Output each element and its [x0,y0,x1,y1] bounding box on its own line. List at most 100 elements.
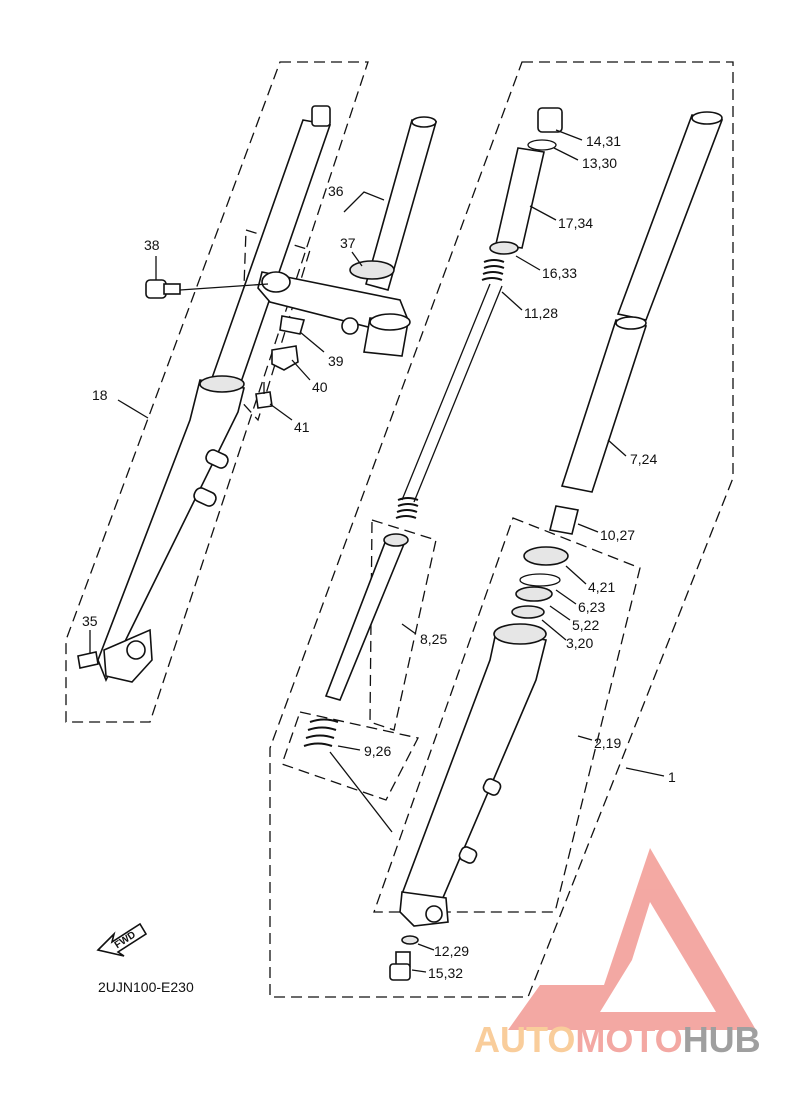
label-38: 38 [144,237,160,253]
label-11-28: 11,28 [524,305,558,321]
left-fork-cap [311,105,331,127]
under-bracket-left-clamp [261,271,291,293]
fork-internals-left [303,107,563,833]
left-fork-assembly [77,105,332,683]
bolt-38 [145,279,181,299]
label-1: 1 [668,769,676,785]
damper-rod-boundary [369,519,437,731]
left-inner-tube [210,119,332,386]
leader-17 [529,205,557,221]
label-10-27: 10,27 [600,527,635,543]
diagram-code: 2UJN100-E230 [98,979,194,995]
rebound-spring-boundary [281,711,419,801]
spring-line-b [413,285,503,503]
part-10-slide-bush [549,505,579,535]
label-7-24: 7,24 [630,451,657,467]
label-40: 40 [312,379,328,395]
part-3-washer [511,605,545,619]
label-16-33: 16,33 [542,265,577,281]
leader-6 [555,589,577,605]
inner-tube-break [615,316,647,330]
label-37: 37 [340,235,356,251]
watermark-inner-mark [600,902,716,1012]
label-8-25: 8,25 [420,631,447,647]
part-40-shape [271,345,299,371]
label-12-29: 12,29 [434,943,469,959]
outer-boss-bottom [458,846,478,864]
label-39: 39 [328,353,344,369]
leader-36 [343,191,385,213]
callout-labels: 14,31 13,30 17,34 16,33 11,28 7,24 10,27… [82,133,676,981]
leader-7 [607,439,627,457]
left-axle-hole [126,640,146,660]
label-35: 35 [82,613,98,629]
part-17-spacer [495,147,545,249]
label-5-22: 5,22 [572,617,599,633]
leader-14 [555,129,583,141]
label-2-19: 2,19 [594,735,621,751]
left-fork-boundary [65,61,369,723]
leader-18 [117,399,149,419]
label-3-20: 3,20 [566,635,593,651]
part-14-cap-bolt [537,107,563,133]
label-4-21: 4,21 [588,579,615,595]
part-5-oil-seal [515,586,553,602]
spring-line-a [401,283,491,501]
outer-tube-boundary [373,517,641,913]
part-6-clip [519,573,561,587]
leader-5 [549,605,571,621]
label-17-34: 17,34 [558,215,593,231]
leader-4 [565,565,587,585]
fwd-arrow: FWD [96,922,148,957]
part-9-rebound-spring [303,718,339,747]
leader-2 [577,735,593,741]
leader-37 [351,251,363,267]
left-caliper-boss-top [205,449,229,469]
part-16-washer [489,241,519,255]
part-12-gasket [401,935,419,945]
watermark-text-auto: AUTO [474,1019,575,1060]
label-41: 41 [294,419,310,435]
leader-lines [89,129,665,973]
dashed-boundaries [65,61,734,998]
leader-15 [411,969,427,973]
right-clamp-top [369,313,411,331]
leader-39 [299,331,325,353]
label-9-26: 9,26 [364,743,391,759]
right-fork-boundary [269,61,734,998]
stem-bearing [349,260,395,280]
leader-13 [553,147,579,161]
steering-stem-assembly [257,116,438,357]
bolt-35-shape [77,651,99,669]
outer-boss-top [482,778,502,796]
left-caliper-boss-bottom [193,487,217,507]
left-dust-seal [199,375,245,393]
part-41-shape [255,391,273,409]
leader-41 [269,403,293,421]
part-4-dust-seal [523,546,569,566]
bolt-38-head [145,279,167,299]
outer-tube-mouth [493,623,547,645]
label-14-31: 14,31 [586,133,621,149]
leader-38b [179,283,269,291]
fwd-arrow-icon [96,922,148,957]
watermark-text-hub: HUB [683,1019,761,1060]
bracket-bolt [341,317,359,335]
watermark-logo: AUTOMOTOHUB [474,848,761,1060]
label-18: 18 [92,387,108,403]
part-15-bolt-head [389,963,411,981]
watermark-text-moto: MOTO [575,1019,682,1060]
stem-top [411,116,437,128]
leader-3 [541,619,567,641]
fork-internals-right [389,111,724,981]
rebound-guide [329,751,393,833]
part-13-oring [527,139,557,151]
leader-16 [515,255,541,271]
watermark-text: AUTOMOTOHUB [474,1019,761,1060]
label-15-32: 15,32 [428,965,463,981]
bolt-38-shank [163,283,181,295]
inner-tube-top [691,111,723,125]
clamp-parts [255,315,306,409]
